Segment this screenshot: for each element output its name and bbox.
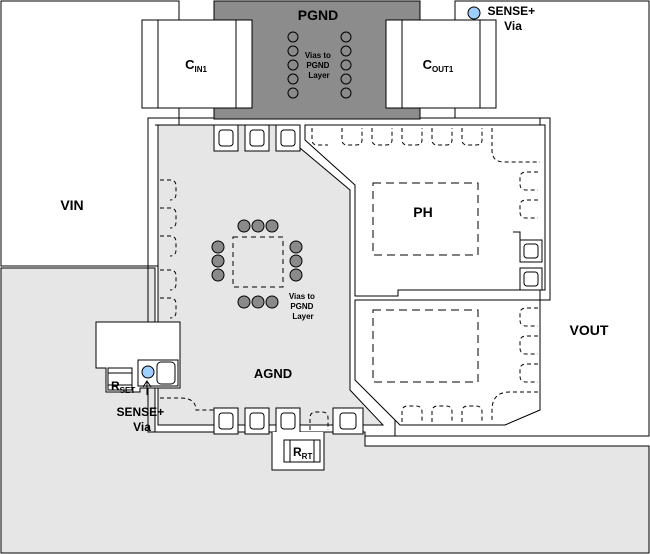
ph-pad-link [513, 231, 521, 240]
agnd-label: AGND [254, 366, 292, 381]
vin-label: VIN [60, 197, 83, 213]
sense-pad-inner [156, 361, 176, 385]
rrt-resistor-right [313, 439, 321, 463]
rrt-label: RRT [293, 445, 312, 461]
top-pads [213, 124, 301, 152]
cin-label: CIN1 [185, 57, 207, 74]
ph-pad [372, 182, 479, 256]
ph-pins-right [519, 171, 538, 219]
bottom-pads [213, 407, 364, 435]
bottom-dashed-pins [309, 411, 329, 430]
right-pads [519, 239, 543, 291]
rset-resistor-bottom [107, 384, 133, 391]
ph-label: PH [413, 204, 432, 220]
vias-to-pgnd-mid-label: Vias to PGND Layer [289, 292, 317, 321]
sense-via-top [467, 6, 481, 20]
vias-to-pgnd-top-label: Vias to PGND Layer [305, 51, 333, 80]
rset-label: RSET [111, 379, 135, 395]
controller-vias [211, 219, 303, 309]
sense-via-left [141, 365, 155, 379]
vout-label: VOUT [570, 322, 609, 338]
cout-capacitor [385, 19, 497, 109]
ph-pins-top [311, 128, 540, 163]
pgnd-label: PGND [298, 7, 338, 23]
controller-pad [232, 236, 284, 288]
rset-resistor-top [107, 367, 133, 374]
agnd-pins-left [160, 179, 214, 411]
ph-copper-outline [304, 124, 546, 297]
vout-pins-right [491, 307, 538, 422]
vout-pad [372, 309, 479, 383]
sense-via-top-label: SENSE+ Via [487, 4, 538, 33]
sense-arrow-head [142, 380, 152, 388]
vout-pins-bottom [401, 405, 483, 422]
sense-via-left-label: SENSE+ Via [116, 405, 167, 434]
vout-copper-outline [354, 299, 541, 426]
pgnd-vias [287, 31, 352, 99]
rrt-resistor-left [283, 439, 291, 463]
cout-label: COUT1 [423, 57, 454, 74]
cin-capacitor [141, 19, 253, 109]
